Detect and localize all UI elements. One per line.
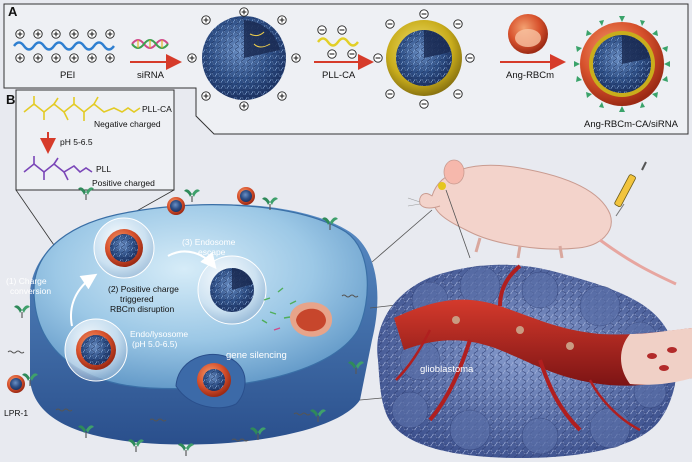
pei-label: PEI <box>60 70 75 81</box>
endo-line2: (pH 5.0-6.5) <box>132 339 178 349</box>
inset-ph-label: pH 5-6.5 <box>60 137 93 147</box>
product-label: Ang-RBCm-CA/siRNA <box>584 119 679 130</box>
step2-line2: triggered <box>120 294 154 304</box>
connector-line-mouse <box>371 209 433 263</box>
step3-line1: (3) Endosome <box>182 237 236 247</box>
inset-positive-label: Positive charged <box>92 178 155 188</box>
pllca-coated-nanoparticle <box>373 9 475 109</box>
pei-strand <box>13 29 115 63</box>
panel-a: A PEI siRNA <box>3 3 689 135</box>
step1-line1: (1) Charge <box>6 276 47 286</box>
panel-b-letter: B <box>6 92 15 107</box>
pllca-label: PLL-CA <box>322 70 356 81</box>
gene-silencing-label: gene silencing <box>226 350 287 361</box>
blood-vessel <box>394 264 692 432</box>
endosome-escape <box>197 255 267 325</box>
endo-line1: Endo/lysosome <box>130 329 188 339</box>
step3-line2: escape <box>198 247 226 257</box>
inset-pll-label: PLL <box>96 164 111 174</box>
callout-line-1 <box>15 189 57 249</box>
ang-rbcm-label: Ang-RBCm <box>506 70 554 81</box>
sirna-helix-icon <box>131 39 169 49</box>
step2-line3: RBCm disruption <box>110 304 175 314</box>
mouse-icon <box>407 159 677 286</box>
pll-structure-icon <box>23 156 93 181</box>
pei-sirna-nanoparticle <box>187 7 301 111</box>
panel-b: B PLL-CA Negative charged pH 5-6.5 PLL P… <box>4 89 692 458</box>
inset-negative-label: Negative charged <box>94 119 161 129</box>
endosome-bottom <box>64 318 128 382</box>
rbc-fragment <box>290 302 333 337</box>
endosome-top <box>93 217 155 279</box>
lpr1-label: LPR-1 <box>4 408 28 418</box>
sirna-label: siRNA <box>137 70 165 81</box>
pllca-strand <box>317 25 359 59</box>
step1-line2: conversion <box>10 286 51 296</box>
connector-line-brain <box>445 189 471 259</box>
charge-conversion-inset: PLL-CA Negative charged pH 5-6.5 PLL Pos… <box>15 89 175 191</box>
panel-a-letter: A <box>8 4 18 19</box>
inset-pllca-label: PLL-CA <box>142 104 172 114</box>
pllca-structure-icon <box>23 96 141 121</box>
ang-rbcm-icon <box>508 14 548 54</box>
ang-rbcm-ca-sirna-nanoparticle <box>574 16 670 112</box>
syringe-icon <box>614 161 647 217</box>
step2-line1: (2) Positive charge <box>108 284 179 294</box>
arrow-step3 <box>167 250 217 270</box>
glioblastoma-label: glioblastoma <box>420 364 474 375</box>
arrow-step1 <box>70 273 98 327</box>
free-nanoparticles <box>7 187 255 393</box>
